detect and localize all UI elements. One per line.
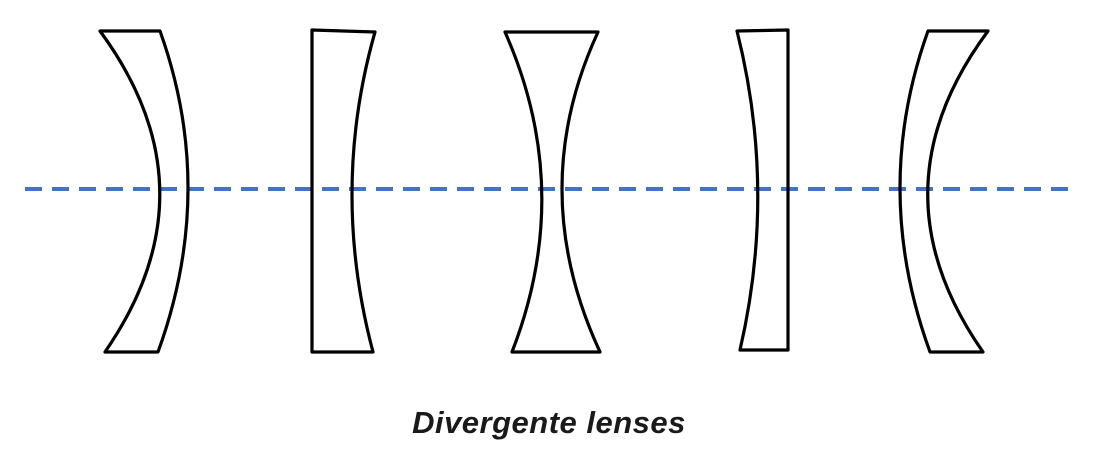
lens-plano-concave (310, 28, 377, 354)
lens-concave-plano (735, 28, 790, 352)
diagram-caption: Divergente lenses (412, 405, 686, 440)
lens-negative-meniscus-left (98, 29, 190, 354)
lens-negative-meniscus-right (898, 29, 990, 354)
lens-biconcave (503, 30, 602, 354)
